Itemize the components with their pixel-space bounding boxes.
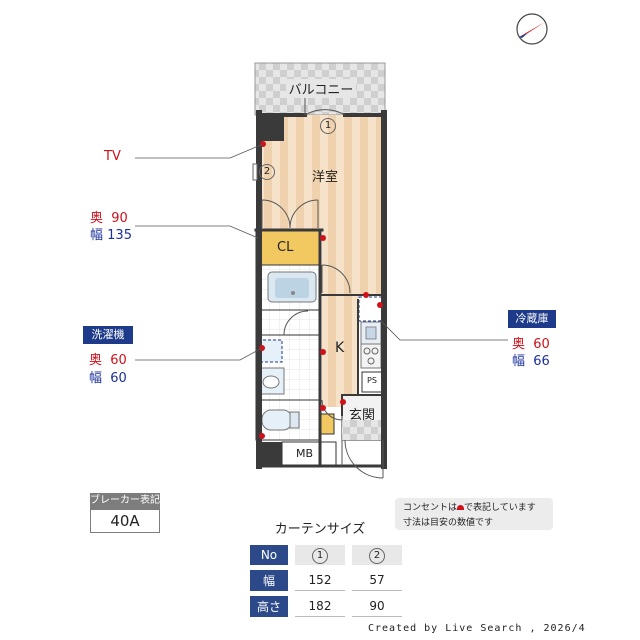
curtain-row-width-label: 幅 — [250, 570, 288, 591]
balcony-label: バルコニー — [286, 79, 356, 98]
breaker-value: 40A — [90, 509, 160, 533]
curtain-row-height-label: 高さ — [250, 596, 288, 617]
fridge-width: 幅 66 — [512, 354, 550, 369]
window-marker-1: 1 — [320, 118, 336, 134]
credit-text: Created by Live Search , 2026/4 — [368, 623, 586, 634]
washer-width: 幅 60 — [89, 371, 127, 386]
curtain-width-1: 152 — [295, 570, 345, 591]
curtain-col-1: 1 — [295, 545, 345, 565]
curtain-width-2: 57 — [352, 570, 402, 591]
breaker-label: ブレーカー表記 — [90, 493, 160, 509]
curtain-height-1: 182 — [295, 596, 345, 617]
tv-label: TV — [104, 149, 121, 164]
table-row: 高さ 182 90 — [250, 596, 402, 617]
western-room-label: 洋室 — [312, 170, 339, 185]
closet-depth: 奥 90 — [90, 211, 128, 226]
curtain-height-2: 90 — [352, 596, 402, 617]
washer-depth: 奥 60 — [89, 353, 127, 368]
curtain-col-2: 2 — [352, 545, 402, 565]
closet-width: 幅 135 — [90, 228, 132, 243]
entrance-label: 玄関 — [349, 408, 376, 423]
outlet-dot-icon — [457, 505, 465, 510]
fridge-depth: 奥 60 — [512, 337, 550, 352]
kitchen-label: K — [335, 340, 345, 356]
curtain-table: No 1 2 幅 152 57 高さ 182 90 — [243, 540, 409, 622]
outlet-note: コンセントはで表記しています 寸法は目安の数値です — [395, 498, 553, 530]
table-row: No 1 2 — [250, 545, 402, 565]
mb-label: MB — [296, 447, 314, 460]
curtain-title: カーテンサイズ — [274, 522, 366, 537]
compass-icon — [516, 13, 548, 45]
ps-label: PS — [367, 376, 377, 385]
window-marker-2: 2 — [259, 164, 275, 180]
fridge-tag: 冷蔵庫 — [508, 310, 556, 328]
washer-tag: 洗濯機 — [83, 326, 133, 344]
outlet-note-line1: コンセントはで表記しています — [403, 503, 536, 513]
table-row: 幅 152 57 — [250, 570, 402, 591]
curtain-header-no: No — [250, 545, 288, 565]
closet-label: CL — [277, 240, 294, 255]
outlet-note-line2: 寸法は目安の数値です — [403, 518, 494, 528]
